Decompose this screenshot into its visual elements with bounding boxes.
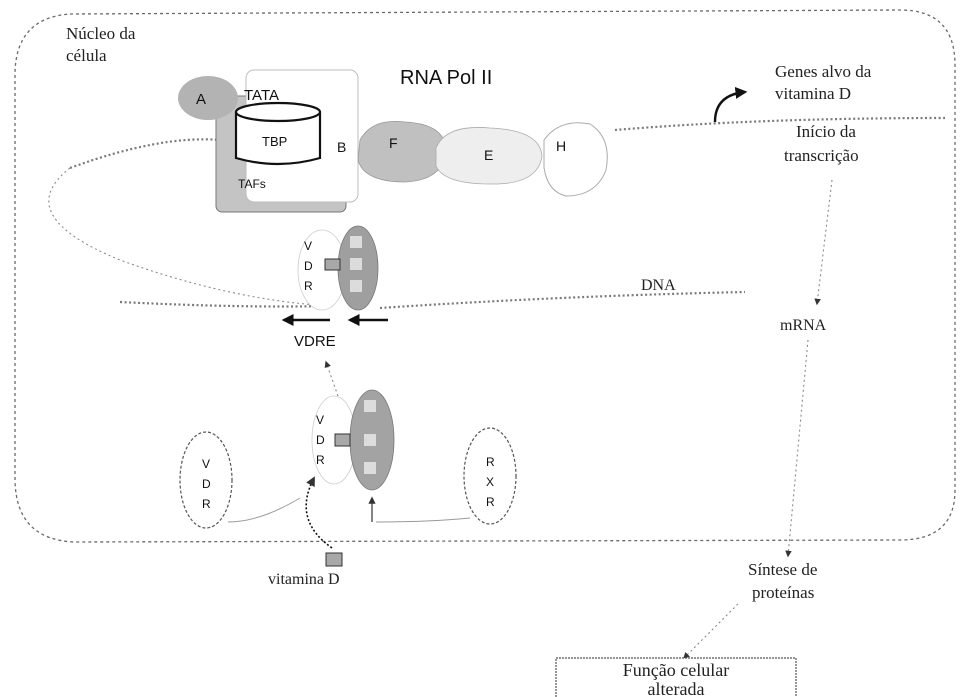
tafs-label: TAFs [238, 177, 266, 191]
tbp-cylinder-top [236, 103, 320, 121]
mrna-label: mRNA [780, 317, 827, 334]
mrna-to-protein-arrow [788, 340, 808, 556]
protein-to-function-arrow [684, 604, 738, 658]
vitamin-d-label: vitamina D [268, 571, 340, 588]
factor-e-label: E [484, 147, 493, 163]
free-rxr-letter-r1: R [486, 455, 495, 469]
nucleus-label-line2: célula [66, 46, 107, 65]
vitamin-d-square-lower [335, 434, 350, 446]
free-vdr-letter-r: R [202, 497, 211, 511]
factor-b-label: B [337, 139, 346, 155]
target-genes-line2: vitamina D [775, 84, 851, 103]
rxr-upper-dot-3 [350, 280, 362, 292]
transcription-to-mrna-arrow [817, 180, 832, 304]
altered-function-line1: Função celular [623, 660, 729, 680]
rxr-lower-dot-2 [364, 434, 376, 446]
free-vdr-letter-v: V [202, 457, 210, 471]
vitamin-d-square-outside [326, 553, 342, 566]
rxr-upper-dot-1 [350, 236, 362, 248]
rxr-upper-dot-2 [350, 258, 362, 270]
complex-to-vdre-arrow [326, 362, 338, 396]
vdr-to-complex-line [228, 498, 300, 522]
vdr-upper-letter-v: V [304, 239, 312, 253]
factor-a-blob [178, 76, 238, 120]
factor-f-label: F [389, 135, 398, 151]
factor-f-blob [358, 121, 446, 182]
protein-synthesis-line2: proteínas [752, 583, 814, 602]
factor-h-label: H [556, 138, 566, 154]
vitamin-d-entry-arrow [306, 478, 332, 548]
vitamin-d-square-upper [325, 259, 340, 270]
rxr-to-complex-line [376, 518, 470, 522]
transcription-start-line1: Início da [796, 122, 856, 141]
transcription-start-arrow [715, 92, 745, 122]
dna-strand-lower-left [120, 302, 330, 307]
tata-label: TATA [244, 87, 279, 104]
nucleus-label-line1: Núcleo da [66, 24, 136, 43]
vdr-upper-letter-d: D [304, 259, 313, 273]
vdr-lower-letter-r: R [316, 453, 325, 467]
vdre-label: VDRE [294, 333, 336, 350]
vdr-lower-letter-d: D [316, 433, 325, 447]
free-rxr-letter-r2: R [486, 495, 495, 509]
rxr-lower-dot-1 [364, 400, 376, 412]
protein-synthesis-line1: Síntese de [748, 560, 817, 579]
vdr-upper-letter-r: R [304, 279, 313, 293]
rna-pol-label: RNA Pol II [400, 67, 492, 89]
target-genes-line1: Genes alvo da [775, 62, 872, 81]
dna-label: DNA [641, 277, 676, 294]
dna-strand-lower [380, 292, 745, 308]
transcription-start-line2: transcrição [784, 146, 859, 165]
dna-strand-upper-right [615, 118, 945, 130]
rxr-lower-dot-3 [364, 462, 376, 474]
factor-h-blob [544, 123, 607, 196]
tbp-label: TBP [262, 134, 287, 149]
vdr-lower-letter-v: V [316, 413, 324, 427]
free-rxr-letter-x: X [486, 475, 494, 489]
factor-a-label: A [196, 91, 206, 108]
dna-strand-upper [70, 139, 220, 168]
free-vdr-letter-d: D [202, 477, 211, 491]
altered-function-line2: alterada [648, 679, 705, 697]
